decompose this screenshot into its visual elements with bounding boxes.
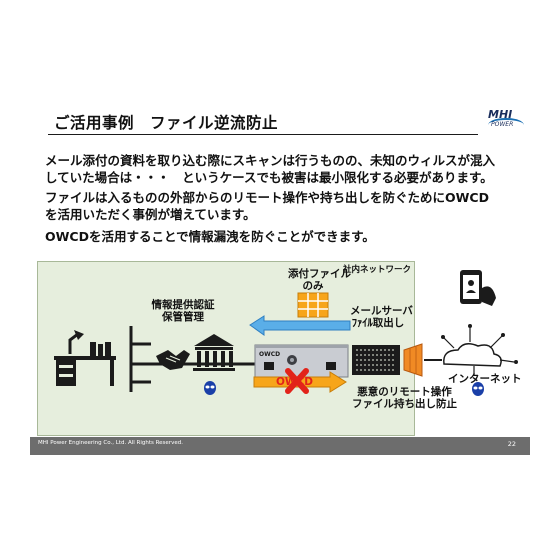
handshake-icon bbox=[156, 350, 190, 370]
paragraph-2: ファイルは入るものの外部からのリモート操作や持ち出しを防ぐためにOWCD を活用… bbox=[45, 189, 525, 223]
paragraph-line: を活用いただく事例が増えています。 bbox=[45, 207, 256, 222]
bank-building-icon bbox=[193, 334, 235, 371]
diagram-graphics: OWCD bbox=[54, 270, 518, 396]
inbound-arrow-icon bbox=[249, 315, 351, 336]
desk-icon bbox=[54, 330, 116, 386]
label-line: のみ bbox=[302, 280, 324, 292]
device-label: OWCD bbox=[259, 351, 280, 358]
outbound-blocked-arrow-icon bbox=[253, 368, 347, 394]
mail-server-label: メールサーバ ﾌｧｲﾙ取出し bbox=[350, 305, 413, 329]
firewall-icon bbox=[403, 343, 423, 377]
slide: ご活用事例 ファイル逆流防止 MHI POWER メール添付の資料を取り込む際に… bbox=[30, 92, 530, 467]
grid-file-icon bbox=[297, 292, 329, 318]
footer-bar: MHI Power Engineering Co., Ltd. All Righ… bbox=[30, 437, 530, 455]
mhi-power-logo: MHI POWER bbox=[488, 108, 528, 134]
title-divider bbox=[48, 134, 478, 135]
logo-swoosh-icon bbox=[488, 118, 524, 132]
owcd-block-label: OWCD bbox=[276, 376, 313, 388]
mail-server-icon bbox=[352, 345, 400, 375]
label-line: 悪意のリモート操作 bbox=[357, 386, 452, 398]
storage-label: 情報提供認証 保管管理 bbox=[148, 299, 218, 323]
threat-label: 悪意のリモート操作 ファイル持ち出し防止 bbox=[352, 386, 457, 410]
paragraph-line: ファイルは入るものの外部からのリモート操作や持ち出しを防ぐためにOWCD bbox=[45, 190, 489, 205]
paragraph-3: OWCDを活用することで情報漏洩を防ぐことができます。 bbox=[45, 228, 525, 245]
paragraph-line: メール添付の資料を取り込む際にスキャンは行うものの、未知のウィルスが混入 bbox=[45, 153, 496, 168]
logo-sub-text: POWER bbox=[491, 121, 514, 128]
logo-main-text: MHI bbox=[488, 108, 513, 121]
attachment-only-label: 添付ファイル のみ bbox=[288, 268, 351, 292]
label-line: 添付ファイル bbox=[288, 268, 351, 280]
paragraph-1: メール添付の資料を取り込む際にスキャンは行うものの、未知のウィルスが混入 してい… bbox=[45, 152, 525, 186]
label-line: 情報提供認証 bbox=[151, 299, 215, 311]
label-line: ﾌｧｲﾙ取出し bbox=[351, 317, 405, 329]
internet-label: インターネット bbox=[448, 373, 522, 385]
internet-cloud-icon bbox=[424, 324, 518, 376]
network-lines bbox=[129, 326, 255, 392]
copyright-text: MHI Power Engineering Co., Ltd. All Righ… bbox=[38, 440, 183, 446]
label-line: メールサーバ bbox=[350, 305, 413, 317]
internal-network-label: 社内ネットワーク bbox=[343, 265, 412, 275]
remote-user-phone-icon bbox=[460, 270, 496, 306]
page-number: 22 bbox=[507, 440, 516, 448]
alien-icon bbox=[204, 381, 216, 395]
slide-title: ご活用事例 ファイル逆流防止 bbox=[54, 114, 279, 132]
label-line: 保管管理 bbox=[162, 311, 204, 323]
paragraph-line: していた場合は・・・ というケースでも被害は最小限化する必要があります。 bbox=[45, 170, 493, 185]
alien-icon bbox=[472, 382, 484, 396]
label-line: ファイル持ち出し防止 bbox=[352, 398, 457, 410]
paragraph-line: OWCDを活用することで情報漏洩を防ぐことができます。 bbox=[45, 229, 375, 244]
